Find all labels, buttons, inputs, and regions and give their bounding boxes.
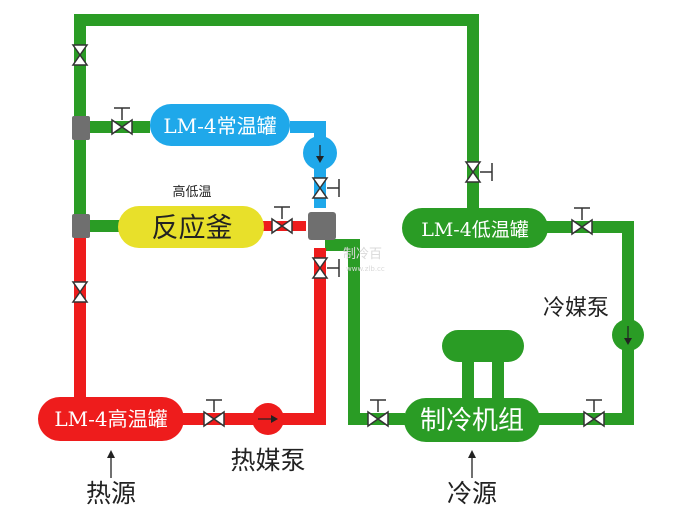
watermark-main: 制冷百 <box>343 247 382 262</box>
green-pipe-right-loop <box>538 221 634 425</box>
cold-source-label: 冷源 <box>447 479 497 508</box>
refrigeration-unit-top <box>442 330 524 362</box>
red-pipe-return <box>182 248 326 425</box>
valve-high-tank-outlet <box>203 399 225 428</box>
watermark: 制冷百 www.zlb.cc <box>343 247 385 273</box>
heat-pump-label: 热媒泵 <box>230 446 305 475</box>
refrigerant-pump-arrow <box>624 338 632 345</box>
reactor: 高低温 反应釜 <box>118 184 264 248</box>
high-temp-tank: LM-4高温罐 <box>38 397 184 441</box>
valve-low-tank-top <box>464 161 493 183</box>
high-temp-tank-label: LM-4高温罐 <box>54 407 167 431</box>
valve-left-red <box>71 281 89 303</box>
valve-room-tank-inlet <box>111 107 133 136</box>
valve-unit-right <box>583 399 605 428</box>
low-temp-tank-body <box>402 208 548 248</box>
valve-blue-down <box>311 177 340 199</box>
refrigeration-unit: 制冷机组 <box>404 330 540 442</box>
unit-leg-left <box>462 360 474 405</box>
cold-source-arrow <box>468 450 476 458</box>
heat-source: 热源 <box>86 450 136 508</box>
low-temp-tank-label: LM-4低温罐 <box>421 219 529 241</box>
valves <box>71 44 605 428</box>
high-temp-tank-body <box>38 397 184 441</box>
blue-pump-arrow <box>316 156 324 163</box>
valve-unit-left <box>367 399 389 428</box>
reactor-label: 反应釜 <box>152 213 233 244</box>
room-temp-tank-body <box>150 104 290 146</box>
refrigeration-unit-body <box>404 398 540 442</box>
fitting-left-room-tank <box>72 116 90 140</box>
refrigerant-pump-label: 冷媒泵 <box>543 296 609 321</box>
reactor-body <box>118 206 264 248</box>
watermark-sub: www.zlb.cc <box>346 265 385 273</box>
cold-source: 冷源 <box>447 450 497 508</box>
unit-leg-right <box>492 360 504 405</box>
heat-source-label: 热源 <box>86 479 136 508</box>
heat-source-arrow <box>107 450 115 458</box>
room-temp-tank-label: LM-4常温罐 <box>163 114 276 138</box>
room-temp-tank: LM-4常温罐 <box>150 104 290 146</box>
valve-red-return <box>311 257 340 279</box>
fittings <box>72 116 336 240</box>
refrigerant-pump: 冷媒泵 <box>543 296 644 351</box>
blue-pump <box>303 136 337 170</box>
heat-pump: 热媒泵 <box>230 403 306 475</box>
valve-reactor-right <box>271 206 293 235</box>
heat-pump-arrow <box>271 415 278 423</box>
fitting-left-reactor <box>72 214 90 238</box>
valve-top-left <box>71 44 89 66</box>
reactor-caption: 高低温 <box>172 184 211 200</box>
fitting-reactor-right <box>308 212 336 240</box>
refrigeration-unit-label: 制冷机组 <box>420 406 524 436</box>
low-temp-tank: LM-4低温罐 <box>402 208 548 248</box>
valve-low-tank-right <box>571 207 593 236</box>
